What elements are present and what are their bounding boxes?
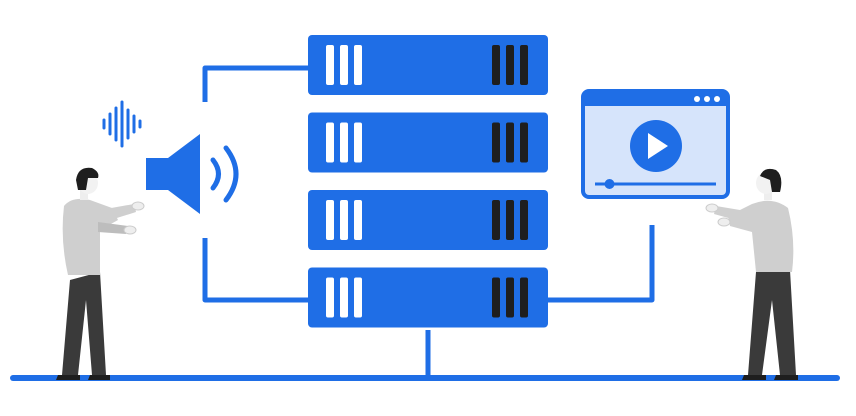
server-light-slot [340, 45, 348, 85]
floor-line [10, 375, 840, 381]
server-vent-slot [492, 200, 500, 240]
server-vent-slot [492, 122, 500, 163]
connector-lines [202, 65, 655, 378]
server-vent-slot [520, 277, 528, 318]
server-light-slot [326, 122, 334, 163]
server-light-slot [326, 200, 334, 240]
server-unit [308, 35, 548, 95]
server-light-slot [354, 45, 362, 85]
window-dot-icon [714, 96, 720, 102]
server-vent-slot [492, 277, 500, 318]
server-light-slot [354, 122, 362, 163]
server-light-slot [340, 122, 348, 163]
window-dot-icon [704, 96, 710, 102]
server-vent-slot [520, 122, 528, 163]
server-vent-slot [506, 45, 514, 85]
server-vent-slot [520, 45, 528, 85]
server-vent-slot [506, 277, 514, 318]
server-unit [308, 267, 548, 328]
server-light-slot [340, 277, 348, 318]
person-right [705, 168, 798, 380]
progress-slider-handle[interactable] [604, 179, 615, 189]
server-vent-slot [492, 45, 500, 85]
speaker-icon [146, 134, 239, 214]
server-vent-slot [520, 200, 528, 240]
server-light-slot [354, 200, 362, 240]
server-light-slot [340, 200, 348, 240]
server-light-slot [354, 277, 362, 318]
play-button[interactable] [630, 120, 682, 172]
server-vent-slot [506, 200, 514, 240]
server-light-slot [326, 277, 334, 318]
server-light-slot [326, 45, 334, 85]
video-player-window [581, 89, 730, 199]
server-vent-slot [506, 122, 514, 163]
server-unit [308, 190, 548, 250]
person-left [56, 167, 145, 380]
server-unit [308, 112, 548, 173]
play-icon [648, 133, 668, 159]
window-dot-icon [694, 96, 700, 102]
server-rack [308, 35, 548, 328]
waveform-icon [102, 100, 142, 148]
